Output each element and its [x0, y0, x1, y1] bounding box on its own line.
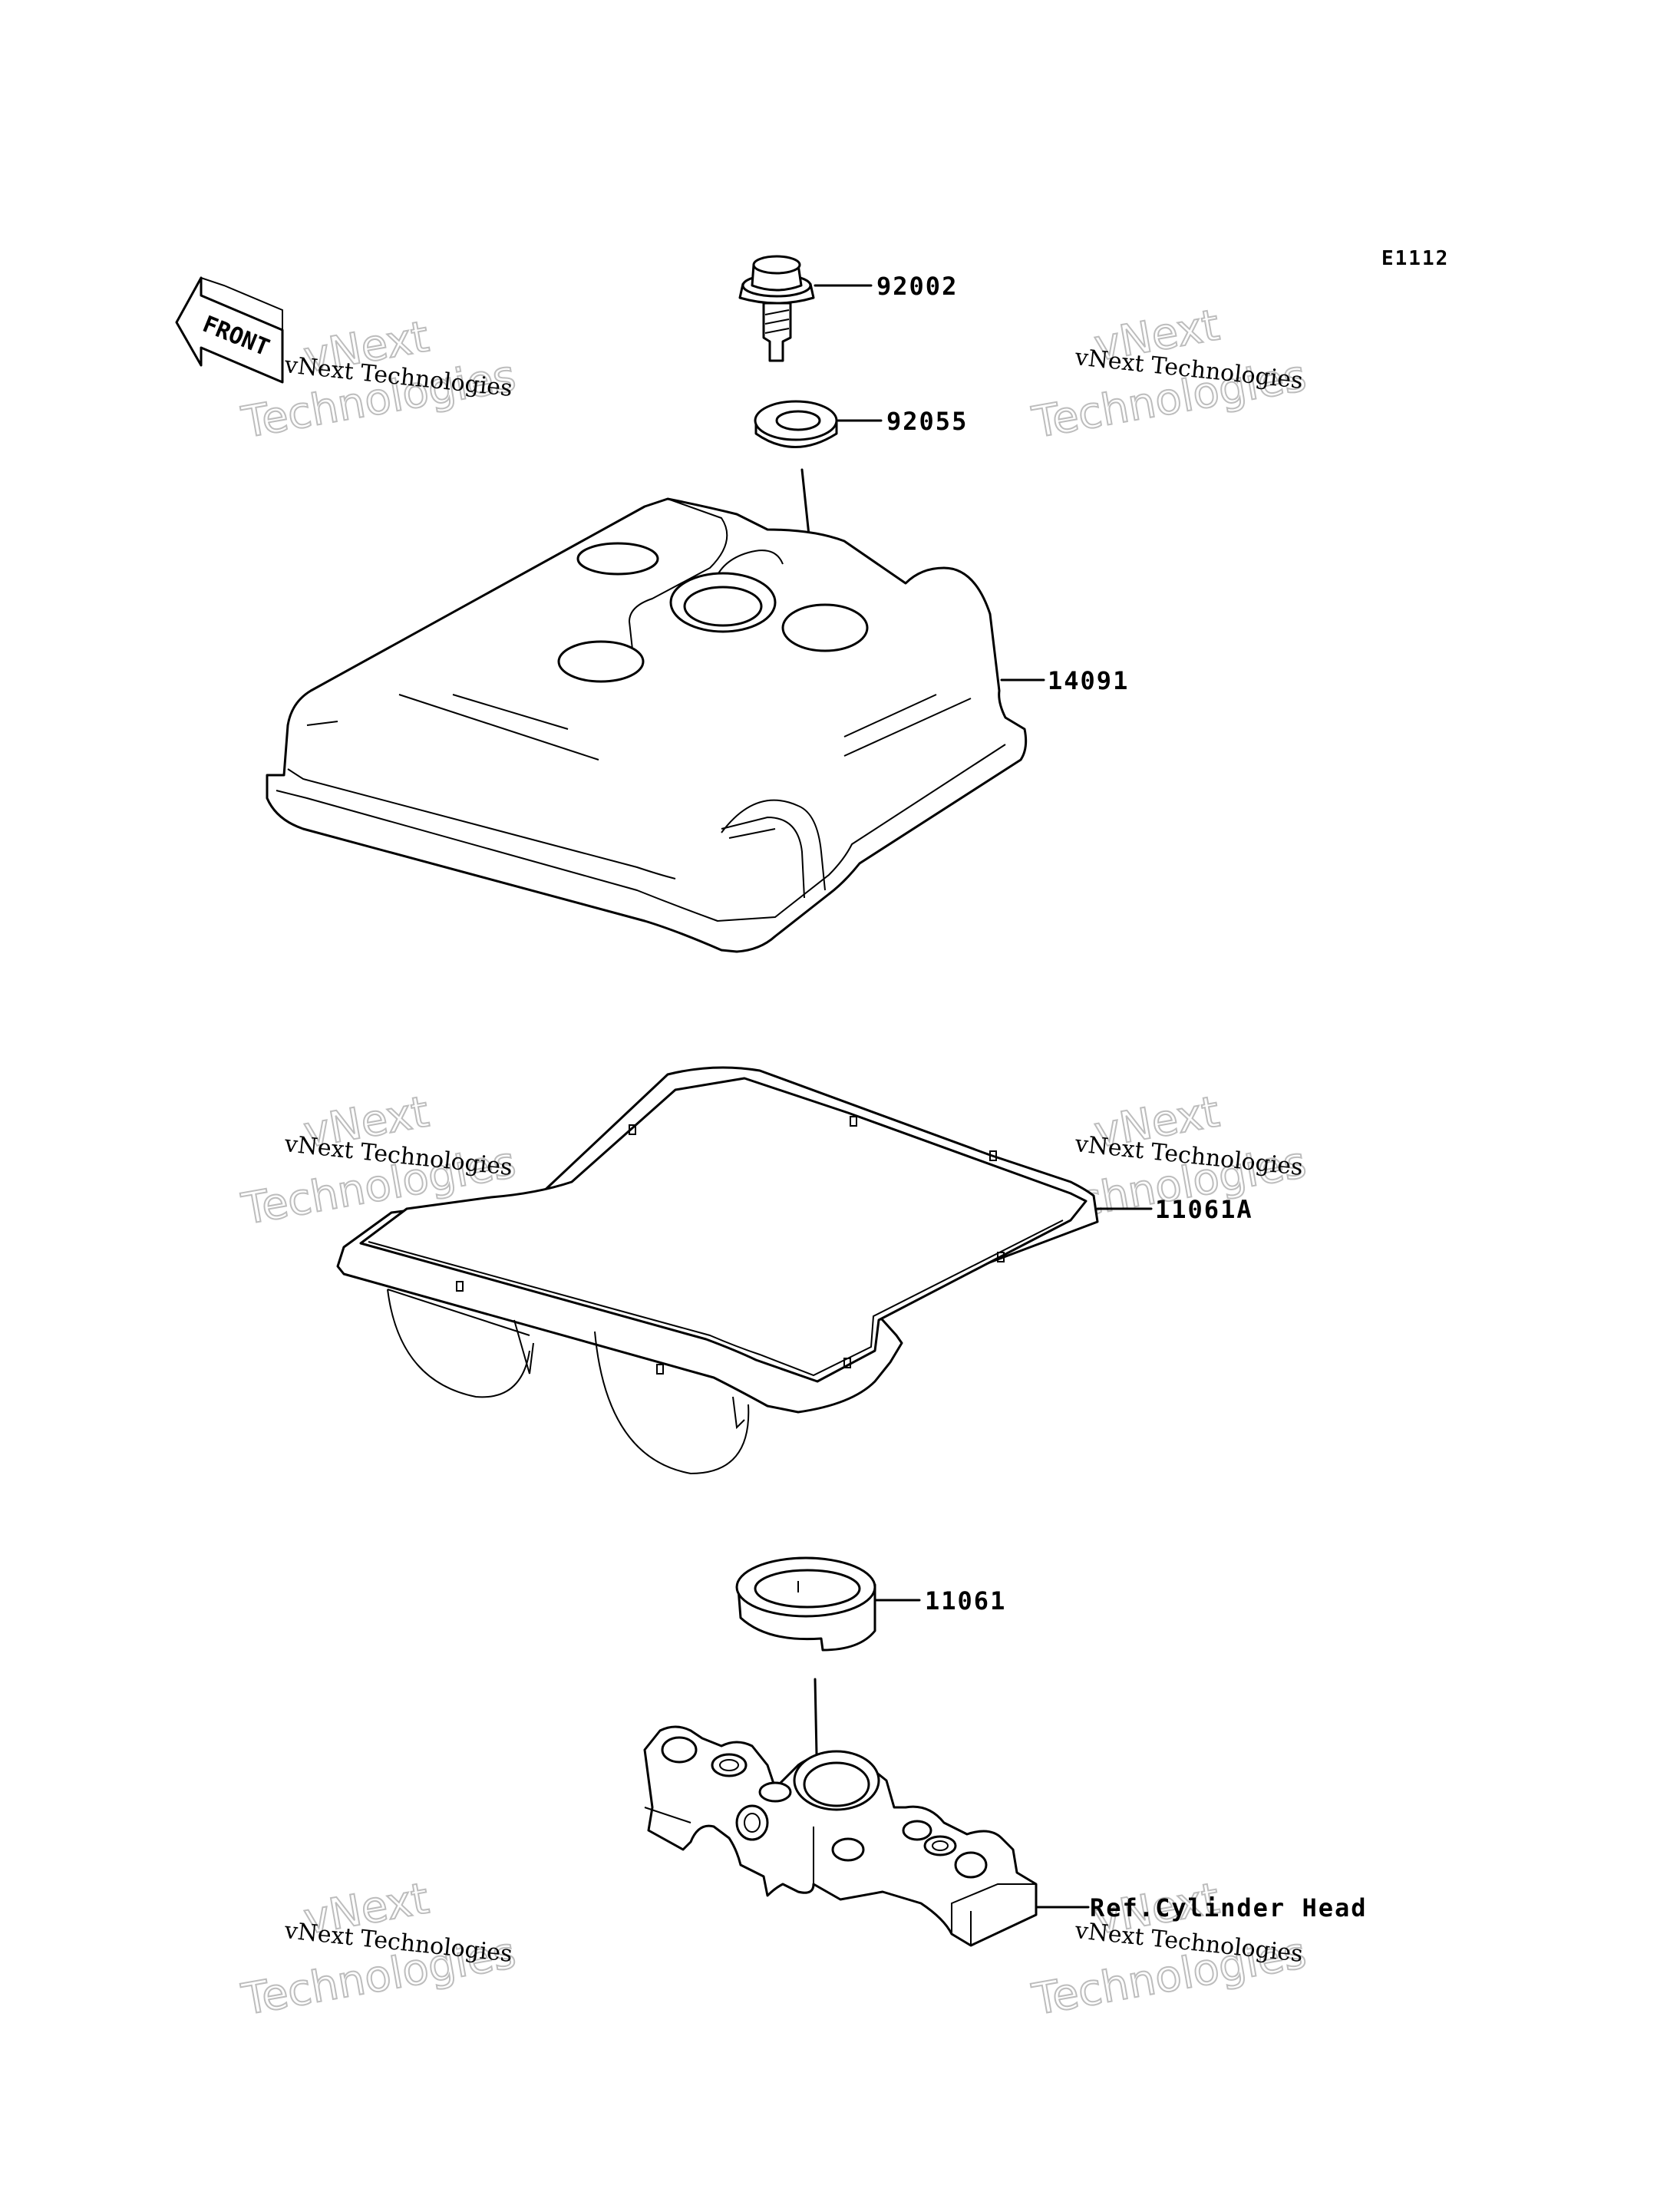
- watermark-bottom-left: vNext Technologies vNext Technologies: [237, 1873, 520, 2026]
- cylinder-head-cover-icon: [266, 497, 1028, 953]
- washer-icon: [754, 400, 838, 448]
- watermark-top-right: vNext Technologies vNext Technologies: [1028, 299, 1311, 449]
- cylinder-head-icon: [643, 1725, 1038, 1947]
- part-number-14091: 14091: [1048, 666, 1129, 695]
- front-arrow-icon: FRONT: [175, 276, 284, 384]
- diagram-code: E1112: [1381, 247, 1449, 270]
- part-number-11061: 11061: [925, 1586, 1006, 1615]
- part-number-92055: 92055: [886, 407, 968, 436]
- gasket-icon: [336, 1066, 1099, 1475]
- part-number-92002: 92002: [876, 272, 958, 301]
- reference-label: Ref.Cylinder Head: [1090, 1893, 1368, 1922]
- seal-icon: [735, 1556, 876, 1652]
- part-number-11061A: 11061A: [1155, 1195, 1253, 1224]
- bolt-icon: [738, 255, 815, 362]
